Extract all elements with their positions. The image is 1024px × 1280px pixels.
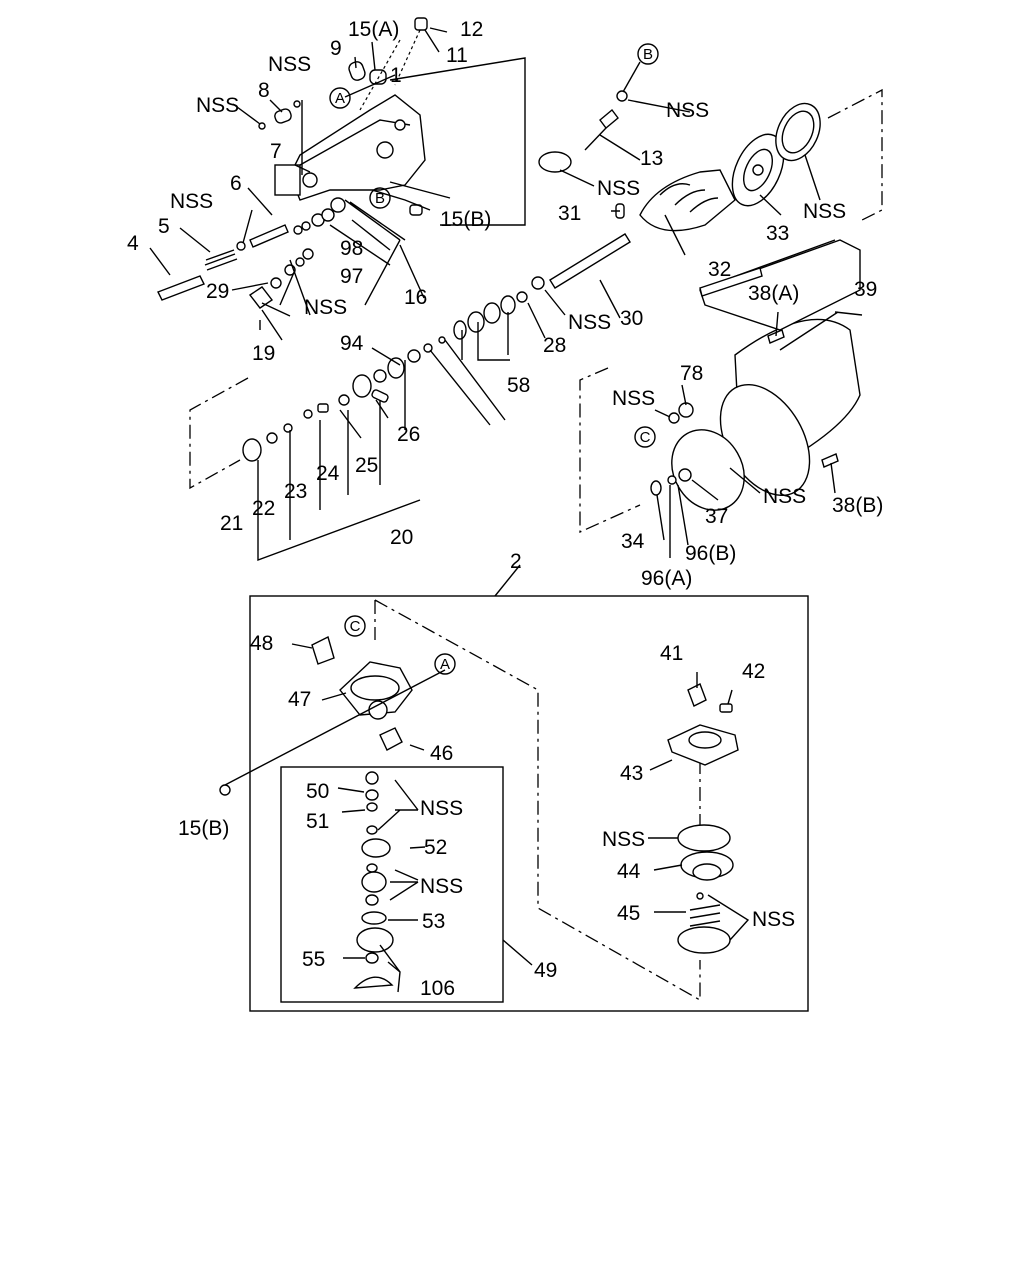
label-24: 24 <box>316 462 340 485</box>
label-nss-14: NSS <box>752 908 795 931</box>
label-31: 31 <box>558 202 581 225</box>
label-29: 29 <box>206 280 229 303</box>
label-22: 22 <box>252 497 275 520</box>
label-20: 20 <box>390 526 413 549</box>
label-26: 26 <box>397 423 420 446</box>
label-nss-2: NSS <box>196 94 239 117</box>
housing-part-1 <box>274 94 426 201</box>
valve-stack-49 <box>353 771 394 989</box>
label-48: 48 <box>250 632 273 655</box>
label-nss-9: NSS <box>612 387 655 410</box>
label-nss-1: NSS <box>268 53 311 76</box>
label-46: 46 <box>430 742 453 765</box>
label-42: 42 <box>742 660 765 683</box>
label-50: 50 <box>306 780 329 803</box>
reference-circle-c-bottom: C <box>344 615 366 637</box>
label-44: 44 <box>617 860 641 883</box>
label-25: 25 <box>355 454 378 477</box>
label-32: 32 <box>708 258 731 281</box>
label-98: 98 <box>340 237 363 260</box>
assembly-2-box <box>249 595 809 1012</box>
label-nss-5: NSS <box>666 99 709 122</box>
label-19: 19 <box>252 342 275 365</box>
reference-circle-a-top: A <box>329 87 351 109</box>
label-nss-4: NSS <box>304 296 347 319</box>
label-5: 5 <box>158 215 170 238</box>
label-12: 12 <box>460 18 483 41</box>
hose-and-boot <box>538 61 821 289</box>
svg-text:A: A <box>335 90 345 107</box>
label-11: 11 <box>446 44 468 67</box>
label-55: 55 <box>302 948 325 971</box>
shaft-spring-rod <box>157 197 346 317</box>
label-28: 28 <box>543 334 566 357</box>
label-nss-13: NSS <box>602 828 645 851</box>
label-nss-12: NSS <box>420 875 463 898</box>
label-78: 78 <box>680 362 703 385</box>
label-nss-7: NSS <box>803 200 846 223</box>
label-23: 23 <box>284 480 307 503</box>
label-1: 1 <box>390 64 402 87</box>
label-13: 13 <box>640 147 663 170</box>
motor-assembly <box>650 239 861 511</box>
label-47: 47 <box>288 688 311 711</box>
assembly-49-box <box>280 766 504 1003</box>
svg-text:B: B <box>643 46 653 63</box>
label-53: 53 <box>422 910 445 933</box>
label-9: 9 <box>330 37 342 60</box>
label-51: 51 <box>306 810 329 833</box>
label-106: 106 <box>420 977 455 1000</box>
reference-circle-c-mid: C <box>634 426 656 448</box>
label-4: 4 <box>127 232 139 255</box>
label-nss-6: NSS <box>597 177 640 200</box>
svg-text:B: B <box>375 190 385 207</box>
label-41: 41 <box>660 642 683 665</box>
label-96a: 96(A) <box>641 567 692 590</box>
label-45: 45 <box>617 902 640 925</box>
label-nss-10: NSS <box>763 485 806 508</box>
svg-text:C: C <box>350 618 361 635</box>
label-nss-3: NSS <box>170 190 213 213</box>
label-97: 97 <box>340 265 363 288</box>
label-37: 37 <box>705 505 728 528</box>
reference-circle-b-top: B <box>637 43 659 65</box>
label-96b: 96(B) <box>685 542 736 565</box>
label-94: 94 <box>340 332 364 355</box>
label-58: 58 <box>507 374 530 397</box>
label-15b-top: 15(B) <box>440 208 491 231</box>
label-2: 2 <box>510 550 522 573</box>
label-21: 21 <box>220 512 243 535</box>
label-34: 34 <box>621 530 645 553</box>
label-16: 16 <box>404 286 427 309</box>
label-nss-11: NSS <box>420 797 463 820</box>
label-6: 6 <box>230 172 242 195</box>
label-8: 8 <box>258 79 270 102</box>
valve-cover-assembly <box>667 683 739 954</box>
middle-row-parts <box>242 276 545 462</box>
svg-text:C: C <box>640 429 651 446</box>
label-30: 30 <box>620 307 643 330</box>
label-38b: 38(B) <box>832 494 883 517</box>
label-7: 7 <box>270 140 282 163</box>
label-nss-8: NSS <box>568 311 611 334</box>
svg-text:A: A <box>440 656 450 673</box>
label-15b-bottom: 15(B) <box>178 817 229 840</box>
label-39: 39 <box>854 278 877 301</box>
reference-circle-a-bottom: A <box>434 653 456 675</box>
valve-body-47 <box>311 635 413 751</box>
label-38a: 38(A) <box>748 282 799 305</box>
label-52: 52 <box>424 836 447 859</box>
label-33: 33 <box>766 222 789 245</box>
reference-circle-b-mid: B <box>369 187 391 209</box>
label-49: 49 <box>534 959 557 982</box>
label-43: 43 <box>620 762 643 785</box>
nut-15b-bottom <box>219 784 231 796</box>
label-15a: 15(A) <box>348 18 399 41</box>
